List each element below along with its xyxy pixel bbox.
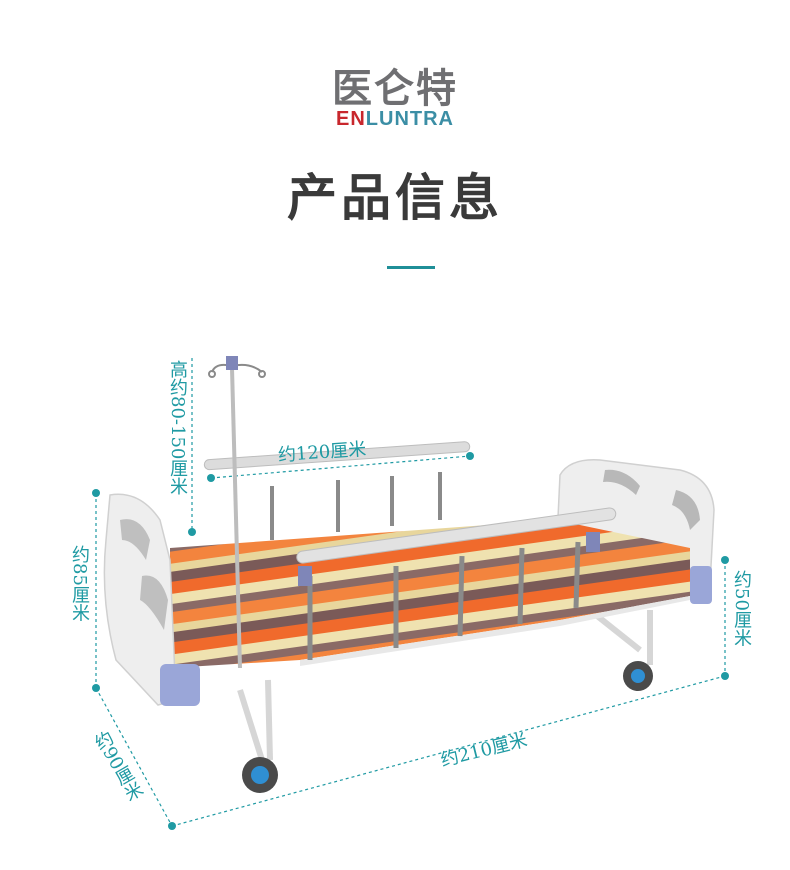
title-divider: [387, 266, 435, 269]
mattress-edge: [300, 596, 690, 666]
dimension-lines: [95, 358, 726, 827]
near-side-rail: [296, 507, 617, 660]
dimension-endpoints: [92, 452, 729, 830]
far-side-rail: [203, 441, 471, 540]
foot-board-handle-2: [672, 490, 700, 530]
brand-logo-en-accent: EN: [335, 108, 366, 130]
caster-wheels: [242, 661, 653, 793]
page-title: 产品信息: [287, 168, 503, 227]
brand-logo-en-rest: LUNTRA: [365, 108, 454, 130]
foot-board-handle: [603, 469, 640, 495]
dimension-pole-height: 高约80-150厘米: [167, 360, 188, 496]
brand-logo-cn: 医仑特: [332, 66, 458, 112]
dimension-foot-height: 约50厘米: [731, 570, 752, 647]
foot-board-corner-cap: [690, 566, 712, 604]
head-board-handle: [120, 519, 150, 560]
head-board-corner-cap: [160, 664, 200, 706]
dimension-head-height: 约85厘米: [69, 545, 90, 622]
bed-frame-legs: [237, 610, 653, 761]
iv-pole: [208, 356, 266, 669]
brand-logo-en: ENLUNTRA: [0, 108, 790, 131]
head-board-handle-2: [140, 575, 168, 630]
